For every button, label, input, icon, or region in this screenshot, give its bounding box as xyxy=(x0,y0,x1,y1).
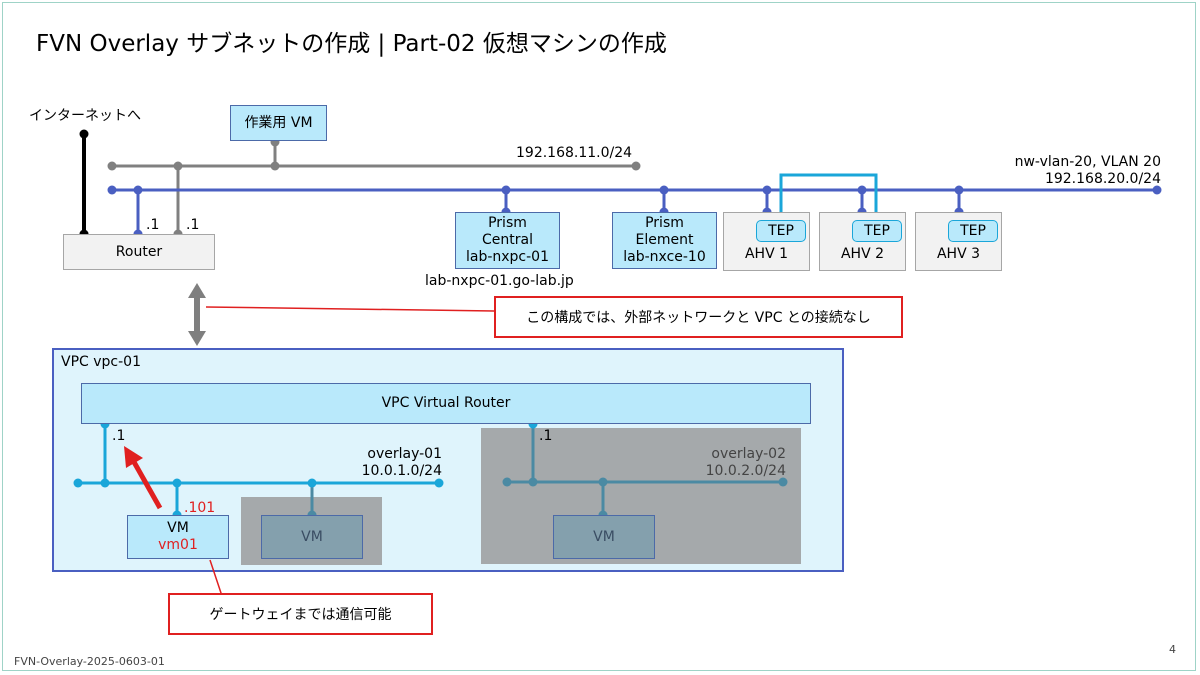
vm01-label: VM xyxy=(167,520,189,536)
ahv3-label: AHV 3 xyxy=(936,246,981,262)
footer-doc-id: FVN-Overlay-2025-0603-01 xyxy=(14,655,165,668)
ahv2-label: AHV 2 xyxy=(840,246,885,262)
ahv2-junction xyxy=(857,185,867,195)
work-vm-box: 作業用 VM xyxy=(230,105,327,141)
mgmt-network-end-left xyxy=(107,161,117,171)
gateway-arrow-shaft xyxy=(131,460,163,510)
vpc-router-box: VPC Virtual Router xyxy=(81,383,811,424)
router-label: Router xyxy=(115,243,163,260)
internet-label: インターネットへ xyxy=(29,108,141,124)
prism-central-box: Prism Central lab-nxpc-01 xyxy=(455,212,560,269)
prism-element-line2: Element xyxy=(635,232,694,248)
overlay-02-name: overlay-02 xyxy=(711,446,786,462)
vpc-router-label: VPC Virtual Router xyxy=(381,395,511,411)
page-number: 4 xyxy=(1169,643,1176,656)
gateway-callout: ゲートウェイまでは通信可能 xyxy=(168,593,433,635)
overlay-01-gw-ip: .1 xyxy=(112,428,126,444)
vm01-name: vm01 xyxy=(158,537,198,553)
page-title: FVN Overlay サブネットの作成 | Part-02 仮想マシンの作成 xyxy=(36,31,667,57)
no-connection-arrow-head-up xyxy=(188,283,206,298)
router-vlan-junction xyxy=(133,185,143,195)
router-ip-mgmt: .1 xyxy=(186,217,200,233)
no-connection-pointer xyxy=(205,306,495,312)
work-vm-label: 作業用 VM xyxy=(244,114,313,131)
prism-central-line2: Central xyxy=(482,232,533,248)
prism-element-box: Prism Element lab-nxce-10 xyxy=(612,212,717,269)
ahv1-junction xyxy=(762,185,772,195)
gateway-callout-pointer xyxy=(209,559,270,597)
overlay-02-end-left xyxy=(502,477,512,487)
ahv1-label: AHV 1 xyxy=(744,246,789,262)
vlan-network-name: nw-vlan-20, VLAN 20 xyxy=(1014,154,1161,170)
no-external-callout-text: この構成では、外部ネットワークと VPC との接続なし xyxy=(526,310,871,326)
vlan-network-end-left xyxy=(107,185,117,195)
ahv2-tep-label: TEP xyxy=(864,222,890,239)
overlay-01-end-right xyxy=(434,478,444,488)
pc-junction xyxy=(501,185,511,195)
overlay-01-gw-junction xyxy=(100,478,110,488)
vlan-network-end-right xyxy=(1152,185,1162,195)
tep-tunnel xyxy=(779,173,878,218)
vpc-name: VPC vpc-01 xyxy=(61,354,141,370)
vm01-junction xyxy=(172,478,182,488)
vm-grey1-box: VM xyxy=(261,515,363,559)
overlay-01-name: overlay-01 xyxy=(367,446,442,462)
ahv2-tep: TEP xyxy=(852,220,902,242)
prism-central-line1: Prism xyxy=(488,215,527,231)
vm01-box: VM vm01 xyxy=(127,515,229,559)
router-box: Router xyxy=(63,234,215,270)
ahv3-tep-label: TEP xyxy=(960,222,986,239)
ahv1-tep: TEP xyxy=(756,220,806,242)
vm-grey2-label: VM xyxy=(593,528,615,545)
ahv1-tep-label: TEP xyxy=(768,222,794,239)
router-mgmt-junction xyxy=(173,161,183,171)
ahv3-junction xyxy=(954,185,964,195)
prism-element-line1: Prism xyxy=(645,215,684,231)
prism-central-fqdn: lab-nxpc-01.go-lab.jp xyxy=(425,273,574,289)
overlay-02-gw-junction xyxy=(528,477,538,487)
overlay-02-end-right xyxy=(778,477,788,487)
router-ip-vlan: .1 xyxy=(146,217,160,233)
vm-grey2-box: VM xyxy=(553,515,655,559)
prism-element-line3: lab-nxce-10 xyxy=(623,249,706,265)
work-vm-junction xyxy=(270,161,280,171)
overlay-02-gw-ip: .1 xyxy=(539,428,553,444)
overlay-01-end-left xyxy=(73,478,83,488)
vm-grey1-label: VM xyxy=(301,528,323,545)
no-external-callout: この構成では、外部ネットワークと VPC との接続なし xyxy=(494,296,903,338)
mgmt-network-cidr: 192.168.11.0/24 xyxy=(516,145,633,161)
vm01-ip: .101 xyxy=(184,500,216,516)
overlay-01-cidr: 10.0.1.0/24 xyxy=(361,463,442,479)
vlan-network-cidr: 192.168.20.0/24 xyxy=(1044,171,1161,187)
overlay-02-cidr: 10.0.2.0/24 xyxy=(705,463,786,479)
gateway-callout-text: ゲートウェイまでは通信可能 xyxy=(209,607,392,623)
no-connection-arrow-head-down xyxy=(188,331,206,346)
mgmt-network-end-right xyxy=(631,161,641,171)
internet-node xyxy=(79,129,89,139)
prism-central-line3: lab-nxpc-01 xyxy=(465,249,549,265)
pe-junction xyxy=(659,185,669,195)
gateway-arrow-head xyxy=(124,446,143,468)
vm-grey2-junction xyxy=(598,477,608,487)
vm-grey1-junction xyxy=(307,478,317,488)
ahv3-tep: TEP xyxy=(948,220,998,242)
